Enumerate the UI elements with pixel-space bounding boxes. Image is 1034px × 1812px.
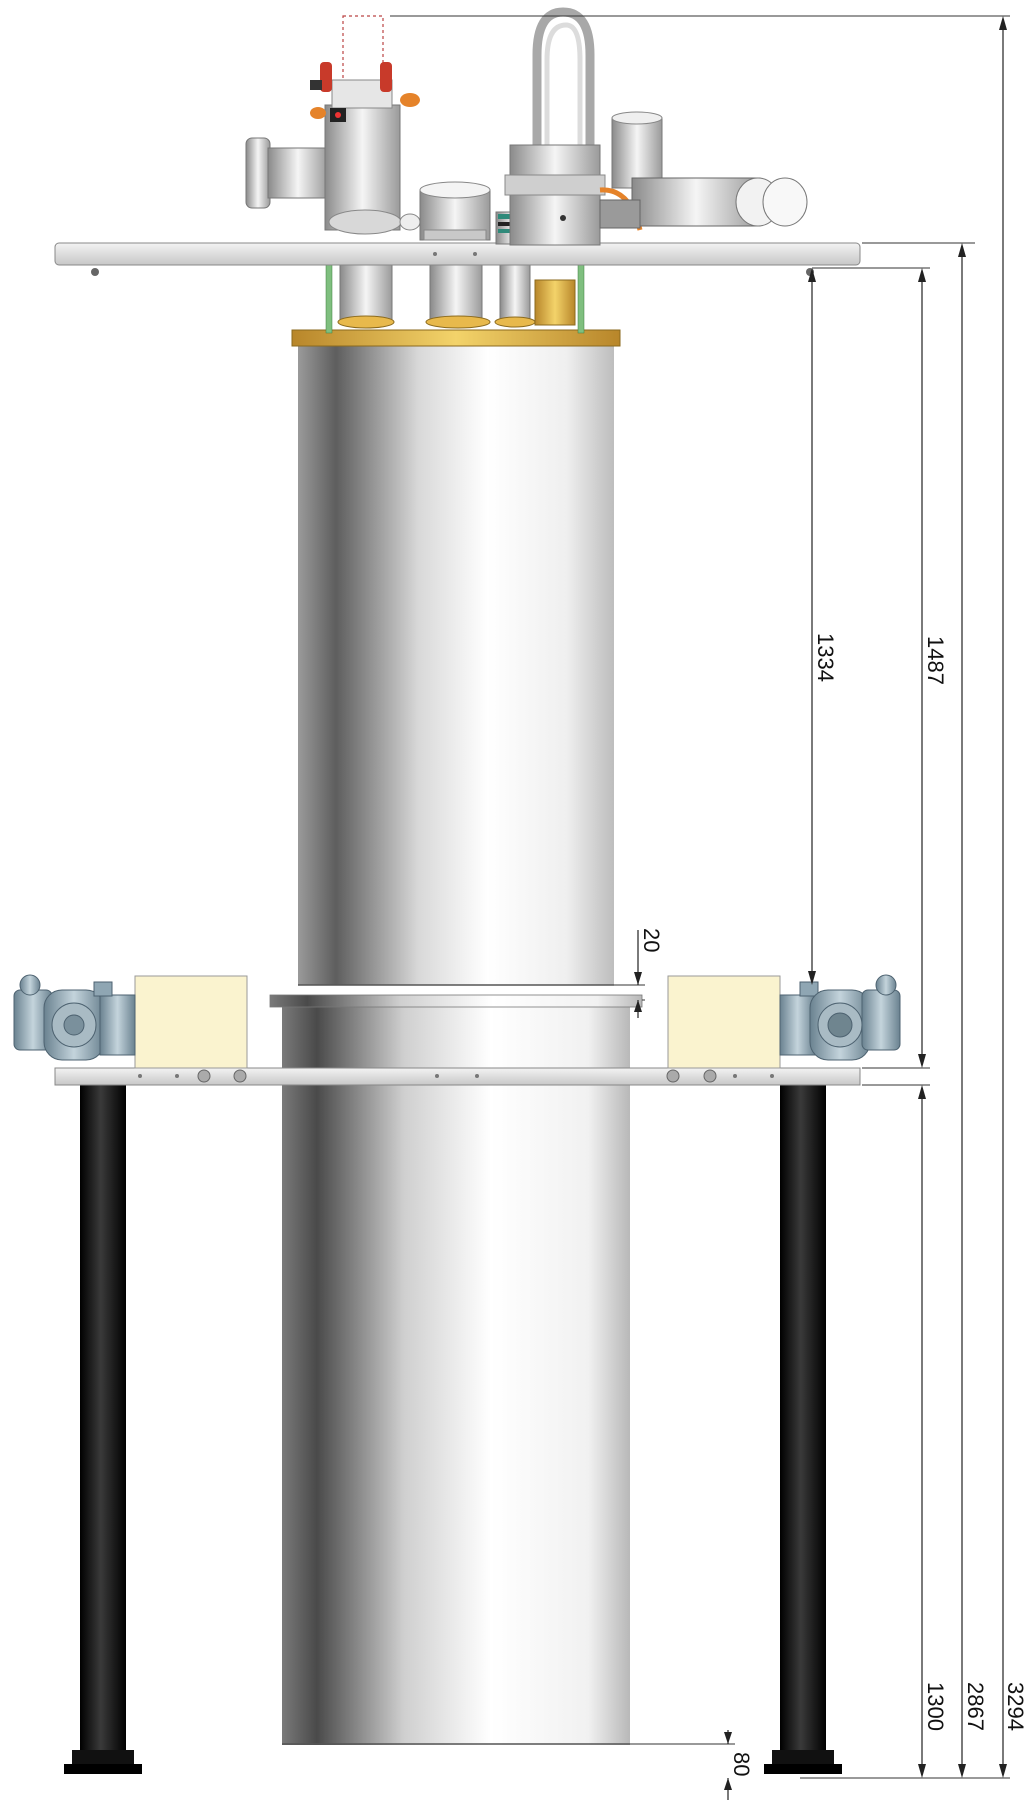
dim-1334: 1334 — [813, 633, 838, 682]
right-box — [667, 975, 781, 1069]
top-plate — [54, 242, 861, 276]
dotted-outline — [342, 15, 384, 83]
left-box — [134, 975, 248, 1069]
gate-valve — [245, 62, 421, 235]
right-leg — [764, 1080, 842, 1774]
middle-plate — [54, 1067, 861, 1086]
dimension-lines — [390, 15, 1010, 1800]
left-leg — [64, 1080, 142, 1774]
lower-dewar — [269, 994, 643, 1745]
central-port — [419, 181, 491, 241]
dim-3294: 3294 — [1003, 1682, 1028, 1731]
dim-2867: 2867 — [963, 1682, 988, 1731]
dim-80: 80 — [729, 1752, 754, 1776]
cold-head — [504, 7, 663, 246]
upper-cylinder — [291, 329, 621, 986]
right-motor — [779, 974, 901, 1061]
dim-1300: 1300 — [923, 1682, 948, 1731]
left-motor — [13, 974, 136, 1061]
gas-cylinders — [599, 177, 808, 229]
upper-posts — [325, 264, 585, 334]
dim-20: 20 — [639, 928, 664, 952]
dim-1487: 1487 — [923, 636, 948, 685]
